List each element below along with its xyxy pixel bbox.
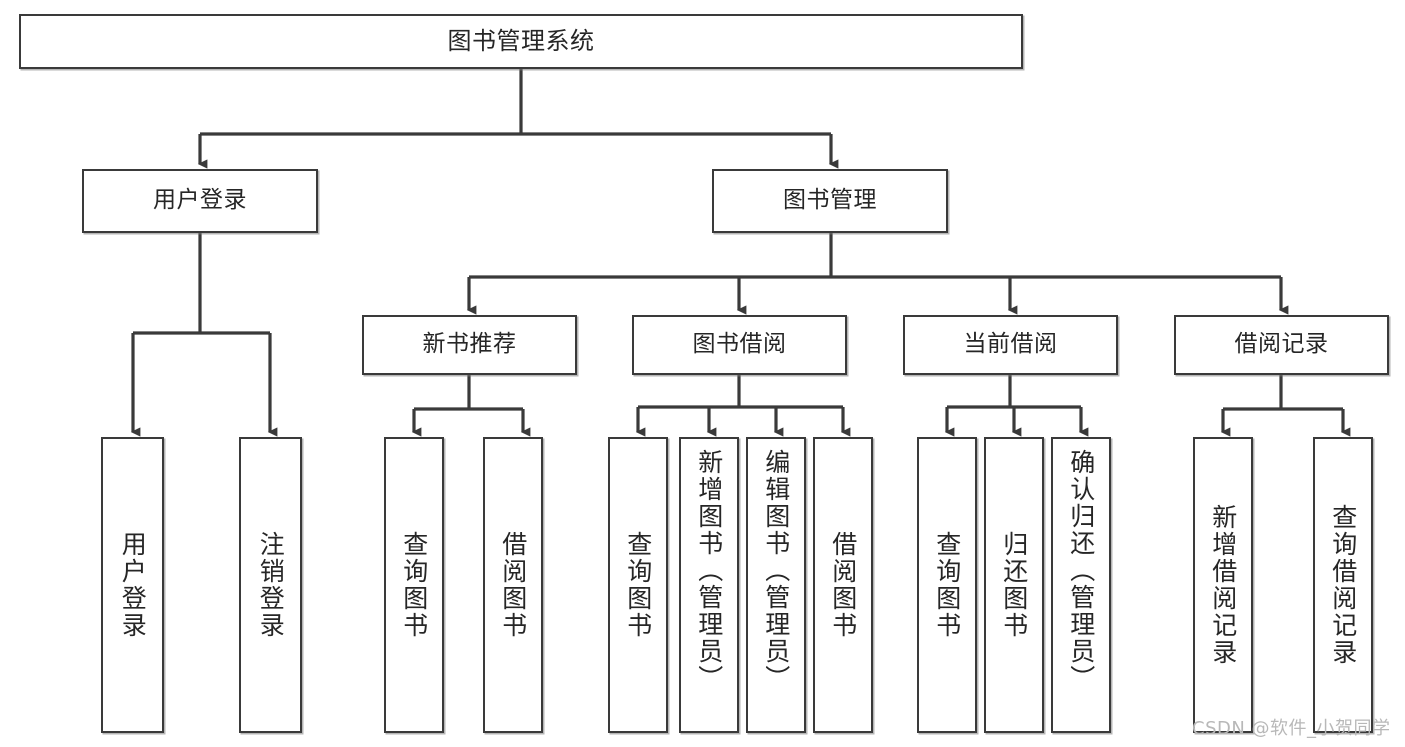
leaf-current-borrow-query-label: 查询图书 [932,531,962,639]
leaf-current-borrow-return-label: 归还图书 [999,531,1029,639]
leaf-user-login-login-label: 用户登录 [118,531,148,639]
leaf-current-borrow-query[interactable]: 查询图书 [917,437,977,733]
leaf-borrow-record-query-label: 查询借阅记录 [1328,504,1358,666]
leaf-borrow-record-query[interactable]: 查询借阅记录 [1313,437,1373,733]
leaf-user-login-logout-label: 注销登录 [256,531,286,639]
node-current-borrow-label: 当前借阅 [963,331,1058,358]
leaf-current-borrow-return[interactable]: 归还图书 [984,437,1044,733]
leaf-book-borrow-borrow-label: 借阅图书 [828,531,858,639]
leaf-user-login-login[interactable]: 用户登录 [101,437,164,733]
leaf-borrow-record-add-label: 新增借阅记录 [1208,504,1238,666]
node-book-manage[interactable]: 图书管理 [712,169,948,233]
leaf-book-borrow-query[interactable]: 查询图书 [608,437,668,733]
node-borrow-record[interactable]: 借阅记录 [1174,315,1389,375]
leaf-current-borrow-confirm-return-label: 确认归还（管理员） [1066,449,1096,692]
leaf-new-book-query[interactable]: 查询图书 [384,437,444,733]
leaf-book-borrow-query-label: 查询图书 [623,531,653,639]
node-book-borrow-label: 图书借阅 [692,331,787,358]
leaf-book-borrow-edit[interactable]: 编辑图书（管理员） [746,437,806,733]
leaf-book-borrow-edit-label: 编辑图书（管理员） [761,449,791,692]
leaf-new-book-borrow-label: 借阅图书 [498,531,528,639]
node-user-login-label: 用户登录 [153,187,247,214]
leaf-book-borrow-add[interactable]: 新增图书（管理员） [679,437,739,733]
leaf-book-borrow-add-label: 新增图书（管理员） [694,449,724,692]
node-root[interactable]: 图书管理系统 [19,14,1023,69]
leaf-book-borrow-borrow[interactable]: 借阅图书 [813,437,873,733]
leaf-borrow-record-add[interactable]: 新增借阅记录 [1193,437,1253,733]
node-user-login[interactable]: 用户登录 [82,169,318,233]
node-borrow-record-label: 借阅记录 [1234,331,1329,358]
node-root-label: 图书管理系统 [447,27,595,56]
leaf-user-login-logout[interactable]: 注销登录 [239,437,302,733]
leaf-current-borrow-confirm-return[interactable]: 确认归还（管理员） [1051,437,1111,733]
leaf-new-book-query-label: 查询图书 [399,531,429,639]
csdn-watermark: CSDN @软件_小贺同学 [1192,718,1391,739]
node-new-book-recommend[interactable]: 新书推荐 [362,315,577,375]
node-current-borrow[interactable]: 当前借阅 [903,315,1118,375]
node-new-book-recommend-label: 新书推荐 [422,331,517,358]
node-book-manage-label: 图书管理 [783,187,877,214]
leaf-new-book-borrow[interactable]: 借阅图书 [483,437,543,733]
node-book-borrow[interactable]: 图书借阅 [632,315,847,375]
